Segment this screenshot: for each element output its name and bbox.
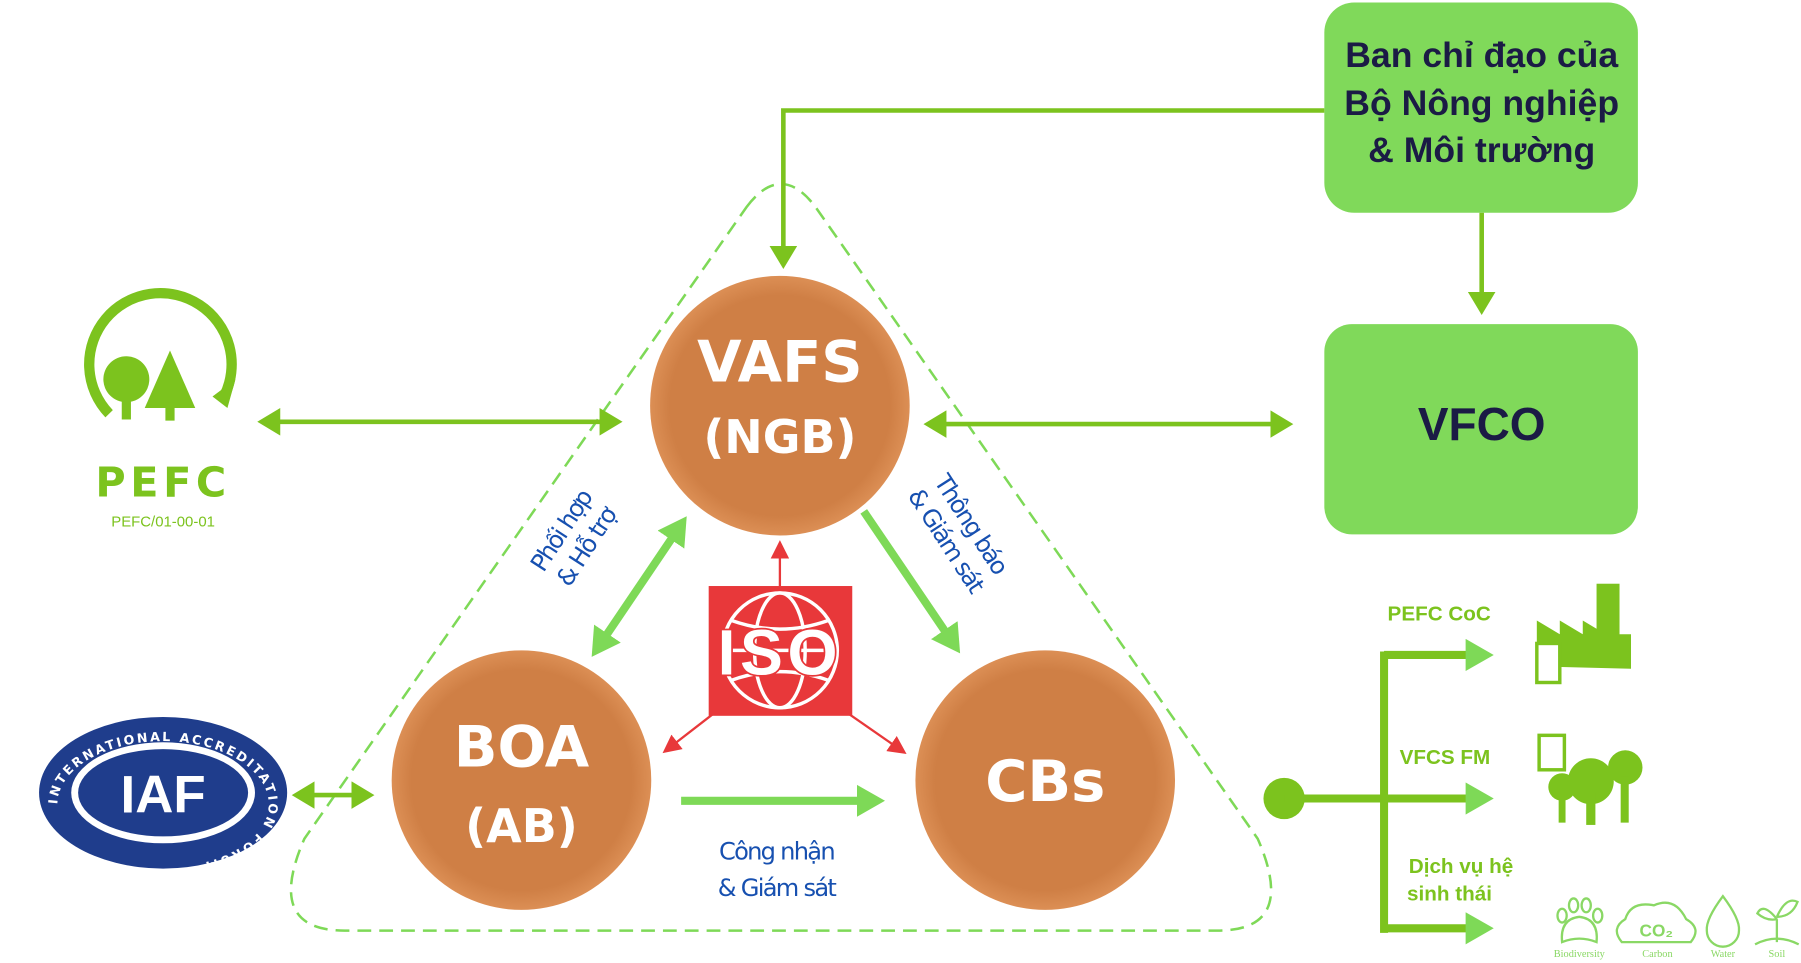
pefc-logo: PEFC PEFC/01-00-01 [84, 287, 237, 530]
svg-text:CO₂: CO₂ [1640, 920, 1673, 940]
steering-line-3: & Môi trường [1368, 130, 1595, 170]
output-ecosystem-line-2: sinh thái [1407, 883, 1492, 906]
vafs-to-cbs-arrow [860, 509, 961, 654]
biodiversity-icon [1556, 897, 1604, 944]
iso-label: ISO [718, 616, 843, 688]
boa-cbs-label-1: Công nhận [719, 837, 834, 865]
vfco-box: VFCO [1324, 324, 1638, 535]
steering-to-vafs-arrow [769, 108, 1325, 270]
water-drop-icon [1705, 894, 1741, 948]
vafs-role: (NGB) [703, 410, 856, 464]
boa-cbs-label-2: & Giám sát [718, 874, 837, 902]
pefc-logo-text: PEFC [95, 458, 230, 506]
carbon-co2-icon: CO₂ [1615, 901, 1697, 944]
output-ecosystem-line-1: Dịch vụ hệ [1409, 855, 1513, 878]
steering-committee-box: Ban chỉ đạo của Bộ Nông nghiệp & Môi trư… [1324, 2, 1638, 213]
vafs-node: VAFS (NGB) [650, 275, 910, 536]
boa-name: BOA [454, 713, 590, 780]
output-vfcs-fm: VFCS FM [1400, 746, 1491, 769]
carbon-label: Carbon [1642, 949, 1672, 960]
iaf-logo-text: IAF [121, 765, 206, 824]
steering-line-2: Bộ Nông nghiệp [1344, 83, 1619, 123]
pefc-ring-icon [84, 287, 237, 418]
vafs-name: VAFS [697, 329, 863, 396]
vafs-cbs-label: Thông báo & Giám sát [902, 468, 1014, 598]
pefc-code: PEFC/01-00-01 [111, 513, 215, 530]
factory-icon [1535, 583, 1632, 685]
biodiversity-label: Biodiversity [1554, 949, 1606, 960]
iaf-logo: IAF INTERNATIONAL ACCREDITATION FORUM [39, 716, 288, 875]
tree-icon [103, 356, 150, 403]
output-pefc-coc: PEFC CoC [1388, 602, 1491, 625]
globe-icon [720, 591, 840, 710]
pine-tree-icon [144, 350, 196, 408]
ecosystem-triangle-outline [289, 182, 1273, 932]
vfco-label: VFCO [1418, 398, 1546, 450]
soil-label: Soil [1769, 949, 1786, 960]
water-label: Water [1711, 949, 1736, 960]
output-branches [1263, 638, 1494, 945]
forest-document-icon [1537, 733, 1643, 825]
cbs-node: CBs [915, 650, 1176, 910]
cbs-name: CBs [985, 748, 1105, 815]
steering-line-1: Ban chỉ đạo của [1345, 35, 1619, 75]
iso-box: ISO [662, 540, 907, 755]
soil-sprout-icon [1754, 899, 1800, 946]
vafs-boa-double-arrow [591, 516, 687, 657]
boa-role: (AB) [465, 799, 578, 853]
boa-node: BOA (AB) [391, 650, 652, 910]
